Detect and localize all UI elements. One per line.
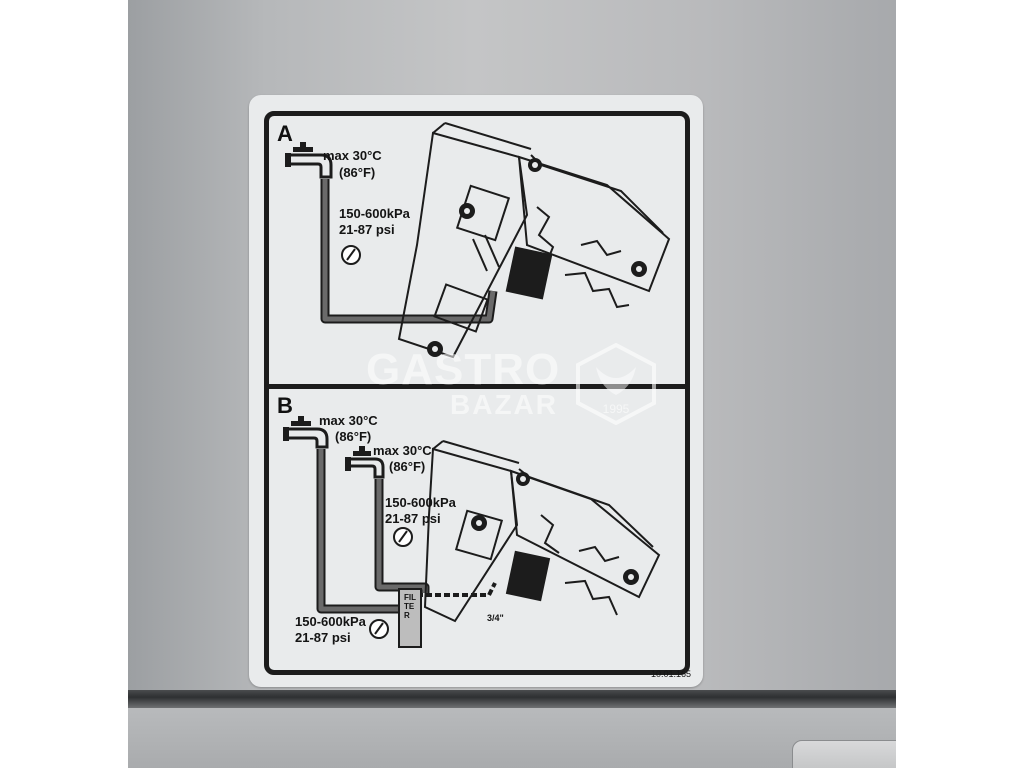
installation-sticker: A max 30°C (86°F) 150-600kPa 21-87 psi B…: [249, 95, 703, 687]
pressure-gauge-icon-a: [341, 245, 361, 265]
section-b-tap1-max-temp: max 30°C: [319, 413, 378, 428]
section-b-tap2-max-temp: max 30°C: [373, 443, 432, 458]
tap-icon-b2: [345, 446, 385, 479]
panel-seam: [128, 690, 896, 708]
section-b-upper-pressure-kpa: 150-600kPa: [385, 495, 456, 510]
filter-label: FILTER: [404, 593, 416, 620]
section-b-label: B: [277, 393, 293, 418]
lower-handle-slot: [792, 740, 896, 768]
fitting-size-label: 3/4": [487, 613, 504, 623]
section-a-pressure-psi: 21-87 psi: [339, 222, 395, 237]
section-divider: [269, 384, 685, 389]
section-a-pressure-kpa: 150-600kPa: [339, 206, 410, 221]
section-a-max-temp: max 30°C: [323, 148, 382, 163]
section-a-drawing: [285, 122, 671, 359]
sticker-code: 10.01.165: [650, 669, 691, 679]
section-b-tap2-max-temp-f: (86°F): [389, 459, 426, 474]
section-b-drawing: [283, 416, 661, 648]
section-b-tap1-max-temp-f: (86°F): [335, 429, 372, 444]
wheel-icons-a: [427, 158, 647, 357]
pressure-gauge-icon-b-upper: [393, 527, 413, 547]
tap-icon-a: [285, 142, 333, 179]
sticker-frame: [264, 111, 690, 675]
section-a-label: A: [277, 121, 293, 146]
section-b-upper-pressure-psi: 21-87 psi: [385, 511, 441, 526]
lower-panel: [128, 708, 896, 768]
section-a-max-temp-f: (86°F): [339, 165, 376, 180]
tap-icon-b1: [283, 416, 329, 449]
section-b-lower-pressure-psi: 21-87 psi: [295, 630, 351, 645]
pressure-gauge-icon-b-lower: [369, 619, 389, 639]
wheel-icons-b: [471, 472, 639, 585]
dishwasher-illustration-b: [423, 440, 661, 623]
section-b-lower-pressure-kpa: 150-600kPa: [295, 614, 366, 629]
plumbing-diagram: [283, 122, 671, 648]
filter-unit: [398, 588, 422, 648]
